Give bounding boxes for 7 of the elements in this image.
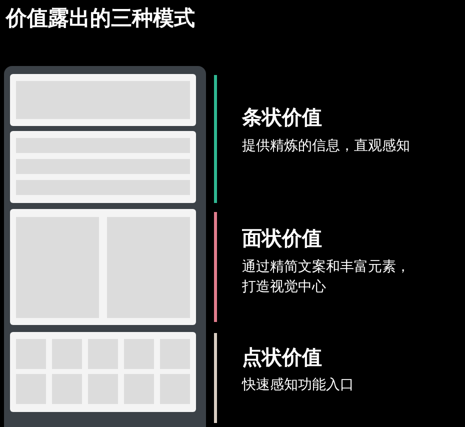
section-heading: 条状价值 (242, 104, 322, 131)
page-title: 价值露出的三种模式 (6, 5, 195, 32)
description-text: 快速感知功能入口 (242, 376, 354, 395)
section-heading: 面状价值 (242, 225, 322, 252)
description-text: 提供精炼的信息，直观感知 (242, 137, 410, 156)
description-text: 通过精简文案和丰富元素，打造视觉中心 (242, 258, 411, 297)
section-heading: 点状价值 (242, 344, 322, 371)
